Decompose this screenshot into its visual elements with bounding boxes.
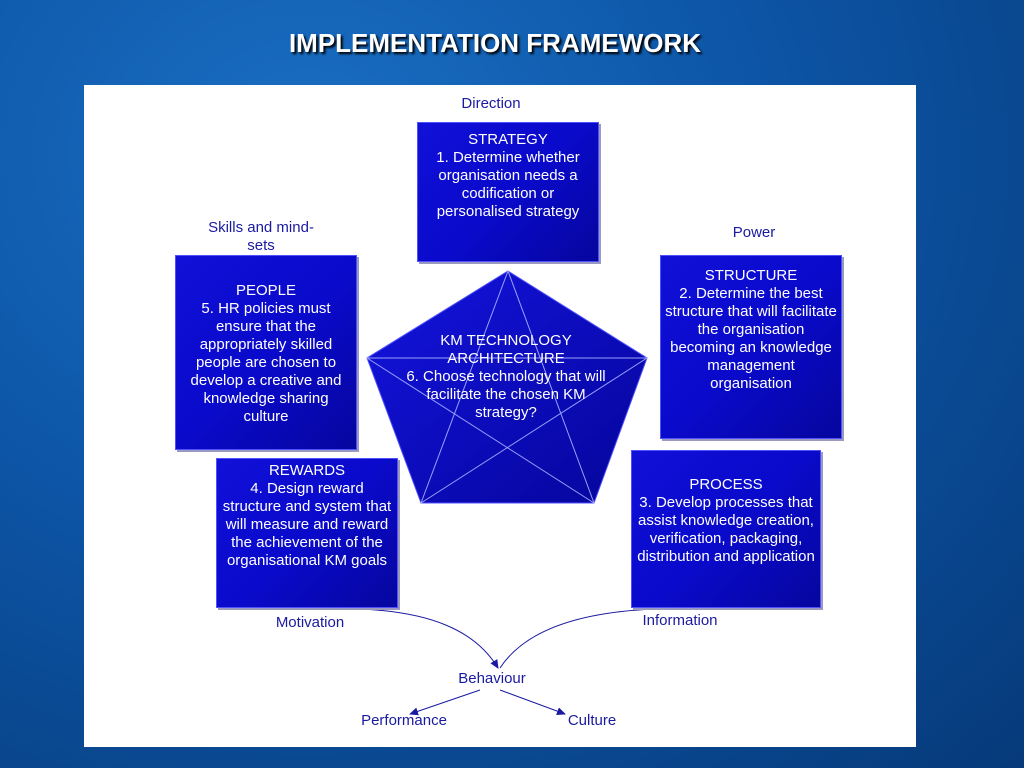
information-connector [499, 608, 656, 669]
process-heading: PROCESS [689, 476, 763, 493]
people-text: 5. HR policies must ensure that the appr… [190, 300, 342, 425]
culture-arrow [499, 689, 566, 715]
strategy-text: 1. Determine whether organisation needs … [436, 149, 580, 220]
strategy-box: STRATEGY 1. Determine whether organisati… [417, 122, 599, 262]
culture-label: Culture [567, 712, 617, 729]
process-box: PROCESS 3. Develop processes that assist… [631, 450, 821, 608]
people-box: PEOPLE 5. HR policies must ensure that t… [175, 255, 357, 450]
strategy-heading: STRATEGY [468, 131, 548, 148]
structure-box: STRUCTURE 2. Determine the best structur… [660, 255, 842, 439]
km-technology-body: 6. Choose technology that will facilitat… [406, 368, 606, 421]
behaviour-label: Behaviour [458, 670, 526, 687]
km-technology-heading: KM TECHNOLOGY ARCHITECTURE [440, 332, 572, 367]
rewards-box: REWARDS 4. Design reward structure and s… [216, 458, 398, 608]
motivation-label: Motivation [275, 614, 345, 631]
slide-title: IMPLEMENTATION FRAMEWORK [288, 28, 702, 58]
structure-heading: STRUCTURE [704, 267, 798, 284]
motivation-connector [359, 608, 499, 669]
rewards-text: 4. Design reward structure and system th… [222, 480, 392, 569]
direction-label: Direction [461, 95, 521, 112]
power-label: Power [732, 224, 776, 241]
structure-text: 2. Determine the best structure that wil… [665, 285, 837, 392]
km-pentagon [366, 270, 648, 504]
skills-label: Skills and mind- sets [208, 219, 314, 254]
km-technology-text: KM TECHNOLOGY ARCHITECTURE 6. Choose tec… [386, 332, 626, 422]
process-text: 3. Develop processes that assist knowled… [637, 494, 815, 565]
performance-arrow [409, 689, 481, 716]
rewards-heading: REWARDS [268, 462, 346, 479]
pentagon-star [366, 270, 648, 504]
performance-label: Performance [361, 712, 447, 729]
people-heading: PEOPLE [235, 282, 297, 299]
information-label: Information [642, 612, 718, 629]
